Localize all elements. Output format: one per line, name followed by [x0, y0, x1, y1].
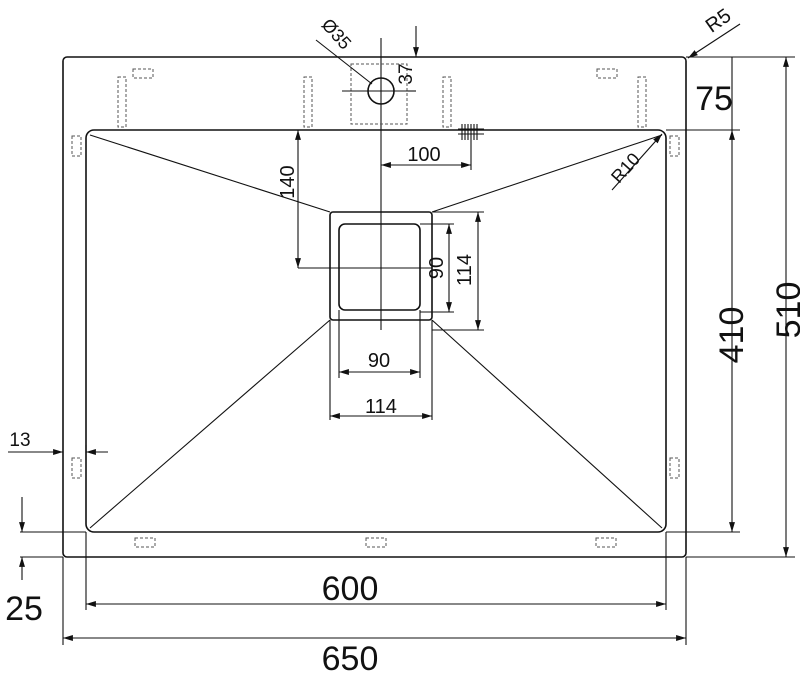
outer-radius-label: R5 [702, 5, 736, 38]
bowl-radius-label: R10 [607, 149, 644, 187]
dimension-drain-to-back: 140 [277, 130, 301, 268]
outer-radius-callout: R5 [687, 5, 741, 59]
dimension-tap-hole-offset: 37 [396, 26, 419, 92]
bowl-outline [85, 129, 667, 533]
drain-inner-height-label: 90 [426, 257, 448, 279]
dimension-drain-to-tap: 100 [381, 124, 484, 170]
bowl-height-label: 410 [713, 307, 751, 364]
tap-hole-diameter-label: Ø35 [318, 15, 356, 54]
dimension-drain-inner-width: 90 [338, 310, 421, 378]
dimension-outer-height: 510 [686, 56, 800, 558]
mounting-clips [71, 68, 680, 548]
dimension-drain-outer-width: 114 [329, 320, 433, 420]
tap-hole-offset-label: 37 [396, 63, 417, 84]
drain-inner [338, 223, 421, 311]
outer-height-label: 510 [770, 282, 800, 339]
front-offset-label: 25 [5, 590, 43, 628]
drain-inner-width-label: 90 [368, 350, 390, 372]
dimension-bowl-height: 410 [666, 129, 751, 533]
drain-to-tap-label: 100 [407, 144, 440, 166]
dimension-drain-inner-height: 90 [420, 223, 454, 313]
drain-outer-height-label: 114 [454, 254, 476, 286]
dimension-side-offset: 13 [8, 430, 108, 460]
bowl-slope-lines [89, 134, 663, 529]
tap-hole [315, 39, 408, 125]
sink-outer-outline [62, 56, 687, 558]
dimension-bowl-width: 600 [85, 532, 667, 610]
drain-to-back-label: 140 [277, 165, 299, 198]
back-ledge-label: 75 [695, 80, 733, 118]
bowl-width-label: 600 [322, 570, 379, 608]
dimension-front-offset: 25 [5, 497, 86, 628]
dimension-back-ledge: 75 [695, 57, 733, 130]
dimension-outer-width: 650 [62, 557, 687, 678]
drain-outer-width-label: 114 [365, 396, 397, 418]
outer-width-label: 650 [322, 640, 379, 678]
bowl-radius-callout: R10 [607, 133, 663, 191]
dimension-drain-outer-height: 114 [432, 211, 484, 331]
side-offset-label: 13 [9, 430, 30, 451]
